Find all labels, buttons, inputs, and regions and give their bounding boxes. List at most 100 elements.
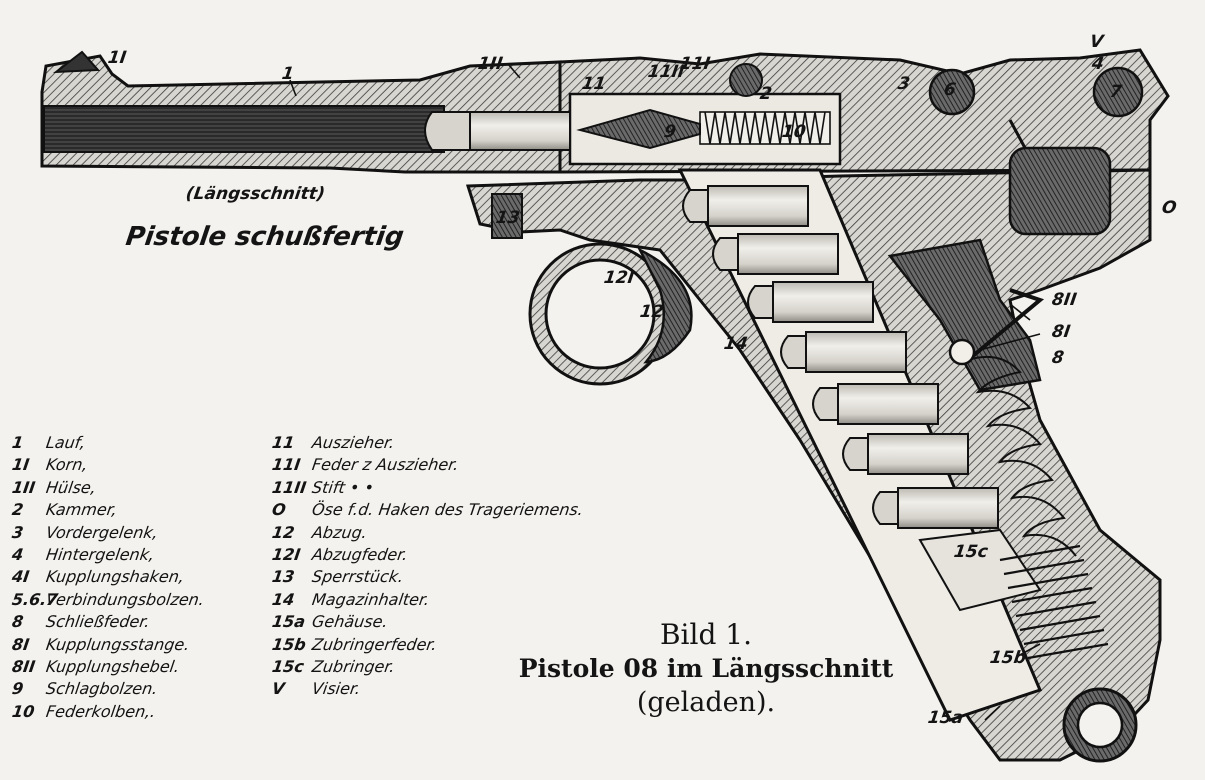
- callout-1ii: 1II: [476, 54, 504, 74]
- legend-text: Federkolben,.: [44, 701, 157, 721]
- legend-text: Lauf,: [44, 433, 87, 452]
- legend-item: 8 Schließfeder.: [10, 611, 205, 633]
- legend-number: 5.6.7: [10, 589, 59, 609]
- caption-figure-number: Bild 1.: [659, 618, 753, 651]
- figure-caption: Bild 1. Pistole 08 im Längsschnitt (gela…: [506, 618, 906, 720]
- legend-text: Zubringerfeder.: [310, 634, 439, 654]
- legend-number: 15c: [270, 657, 306, 677]
- legend-number: V: [270, 679, 286, 699]
- caption-note: (geladen).: [636, 687, 776, 718]
- callout-v: V: [1088, 32, 1105, 52]
- legend-text: Feder z Auszieher.: [310, 455, 460, 475]
- legend-item: 1 Lauf,: [10, 432, 205, 454]
- magazine-spring: [999, 544, 1109, 660]
- callout-1i: 1I: [106, 48, 128, 68]
- legend-number: 12I: [270, 545, 302, 565]
- toggle-pin: [928, 68, 976, 116]
- legend-text: Stift • •: [310, 477, 376, 497]
- legend-number: 9: [10, 679, 25, 699]
- callout-8i: 8I: [1050, 322, 1072, 342]
- trigger-guard-opening: [544, 258, 656, 370]
- recoil-spring: [967, 356, 1077, 557]
- drawing-subtitle: (Längsschnitt): [184, 184, 327, 204]
- legend-text: Kupplungshaken,: [44, 567, 186, 587]
- legend-text: Hülse,: [44, 477, 98, 497]
- coupling-rod: [966, 288, 1045, 362]
- callout-12i: 12I: [602, 268, 636, 288]
- legend-item: 1I Korn,: [10, 454, 205, 476]
- legend-number: 8: [10, 612, 25, 632]
- trigger: [637, 247, 693, 364]
- legend-item: 8II Kupplungshebel.: [10, 656, 205, 678]
- callout-11i: 11I: [678, 54, 712, 74]
- legend-number: 8II: [10, 657, 37, 677]
- barrel-bore: [43, 105, 445, 153]
- legend-number: 1II: [10, 477, 37, 497]
- legend-text: Verbindungsbolzen.: [44, 589, 206, 609]
- legend-item: 14 Magazinhalter.: [270, 589, 584, 611]
- callout-13: 13: [494, 208, 522, 228]
- callout-14: 14: [722, 334, 750, 354]
- legend-item: 9 Schlagbolzen.: [10, 678, 205, 700]
- legend-text: Magazinhalter.: [310, 589, 431, 609]
- firing-pin: [576, 108, 701, 150]
- legend-number: 3: [10, 522, 25, 542]
- legend-item: 11I Feder z Auszieher.: [270, 454, 584, 476]
- callout-11: 11: [580, 74, 608, 94]
- legend-text: Schlagbolzen.: [44, 679, 159, 699]
- legend-text: Korn,: [44, 455, 89, 475]
- legend-text: Hintergelenk,: [44, 545, 156, 565]
- legend-text: Schließfeder.: [44, 612, 152, 632]
- legend-number: 2: [10, 500, 25, 520]
- legend-number: 11II: [270, 477, 308, 497]
- legend-text: Kupplungshebel.: [44, 657, 181, 677]
- legend-text: Zubringer.: [310, 657, 397, 677]
- legend-number: 14: [270, 589, 296, 609]
- legend-text: Abzug.: [310, 522, 369, 542]
- legend-number: 15b: [270, 634, 308, 654]
- rear-toggle-pin: [1092, 66, 1144, 118]
- legend-item: 1II Hülse,: [10, 477, 205, 499]
- magazine-follower: [918, 528, 1042, 612]
- chambered-round: [424, 111, 571, 151]
- legend-number: 1I: [10, 455, 31, 475]
- firing-pin-spring: [699, 111, 831, 145]
- callout-15b: 15b: [988, 648, 1028, 668]
- front-toggle-pin: [729, 63, 763, 97]
- lanyard-ring-hole: [1076, 701, 1124, 749]
- callout-8ii: 8II: [1050, 290, 1078, 310]
- legend-number: 11I: [270, 455, 302, 475]
- callout-15a: 15a: [926, 708, 965, 728]
- magazine-rounds: [682, 185, 999, 529]
- leader-lines: [289, 63, 1041, 721]
- legend-text: Kammer,: [44, 500, 119, 520]
- legend-number: 1: [10, 433, 25, 452]
- front-sight: [52, 50, 101, 74]
- legend-item: O Öse f.d. Haken des Trageriemens.: [270, 499, 585, 521]
- legend-text: Öse f.d. Haken des Trageriemens.: [310, 500, 585, 520]
- legend-number: 13: [270, 567, 296, 587]
- legend-text: Visier.: [310, 679, 362, 699]
- legend-number: O: [270, 500, 288, 520]
- legend-text: Gehäuse.: [310, 612, 390, 632]
- callout-o: O: [1160, 198, 1178, 218]
- legend-number: 11: [270, 433, 296, 452]
- safety-block: [491, 193, 523, 239]
- legend-number: 12: [270, 522, 296, 542]
- grip-plate: [887, 238, 1042, 392]
- legend-number: 15a: [270, 612, 307, 632]
- rear-receiver-box: [1008, 146, 1112, 236]
- legend-text: Kupplungsstange.: [44, 634, 191, 654]
